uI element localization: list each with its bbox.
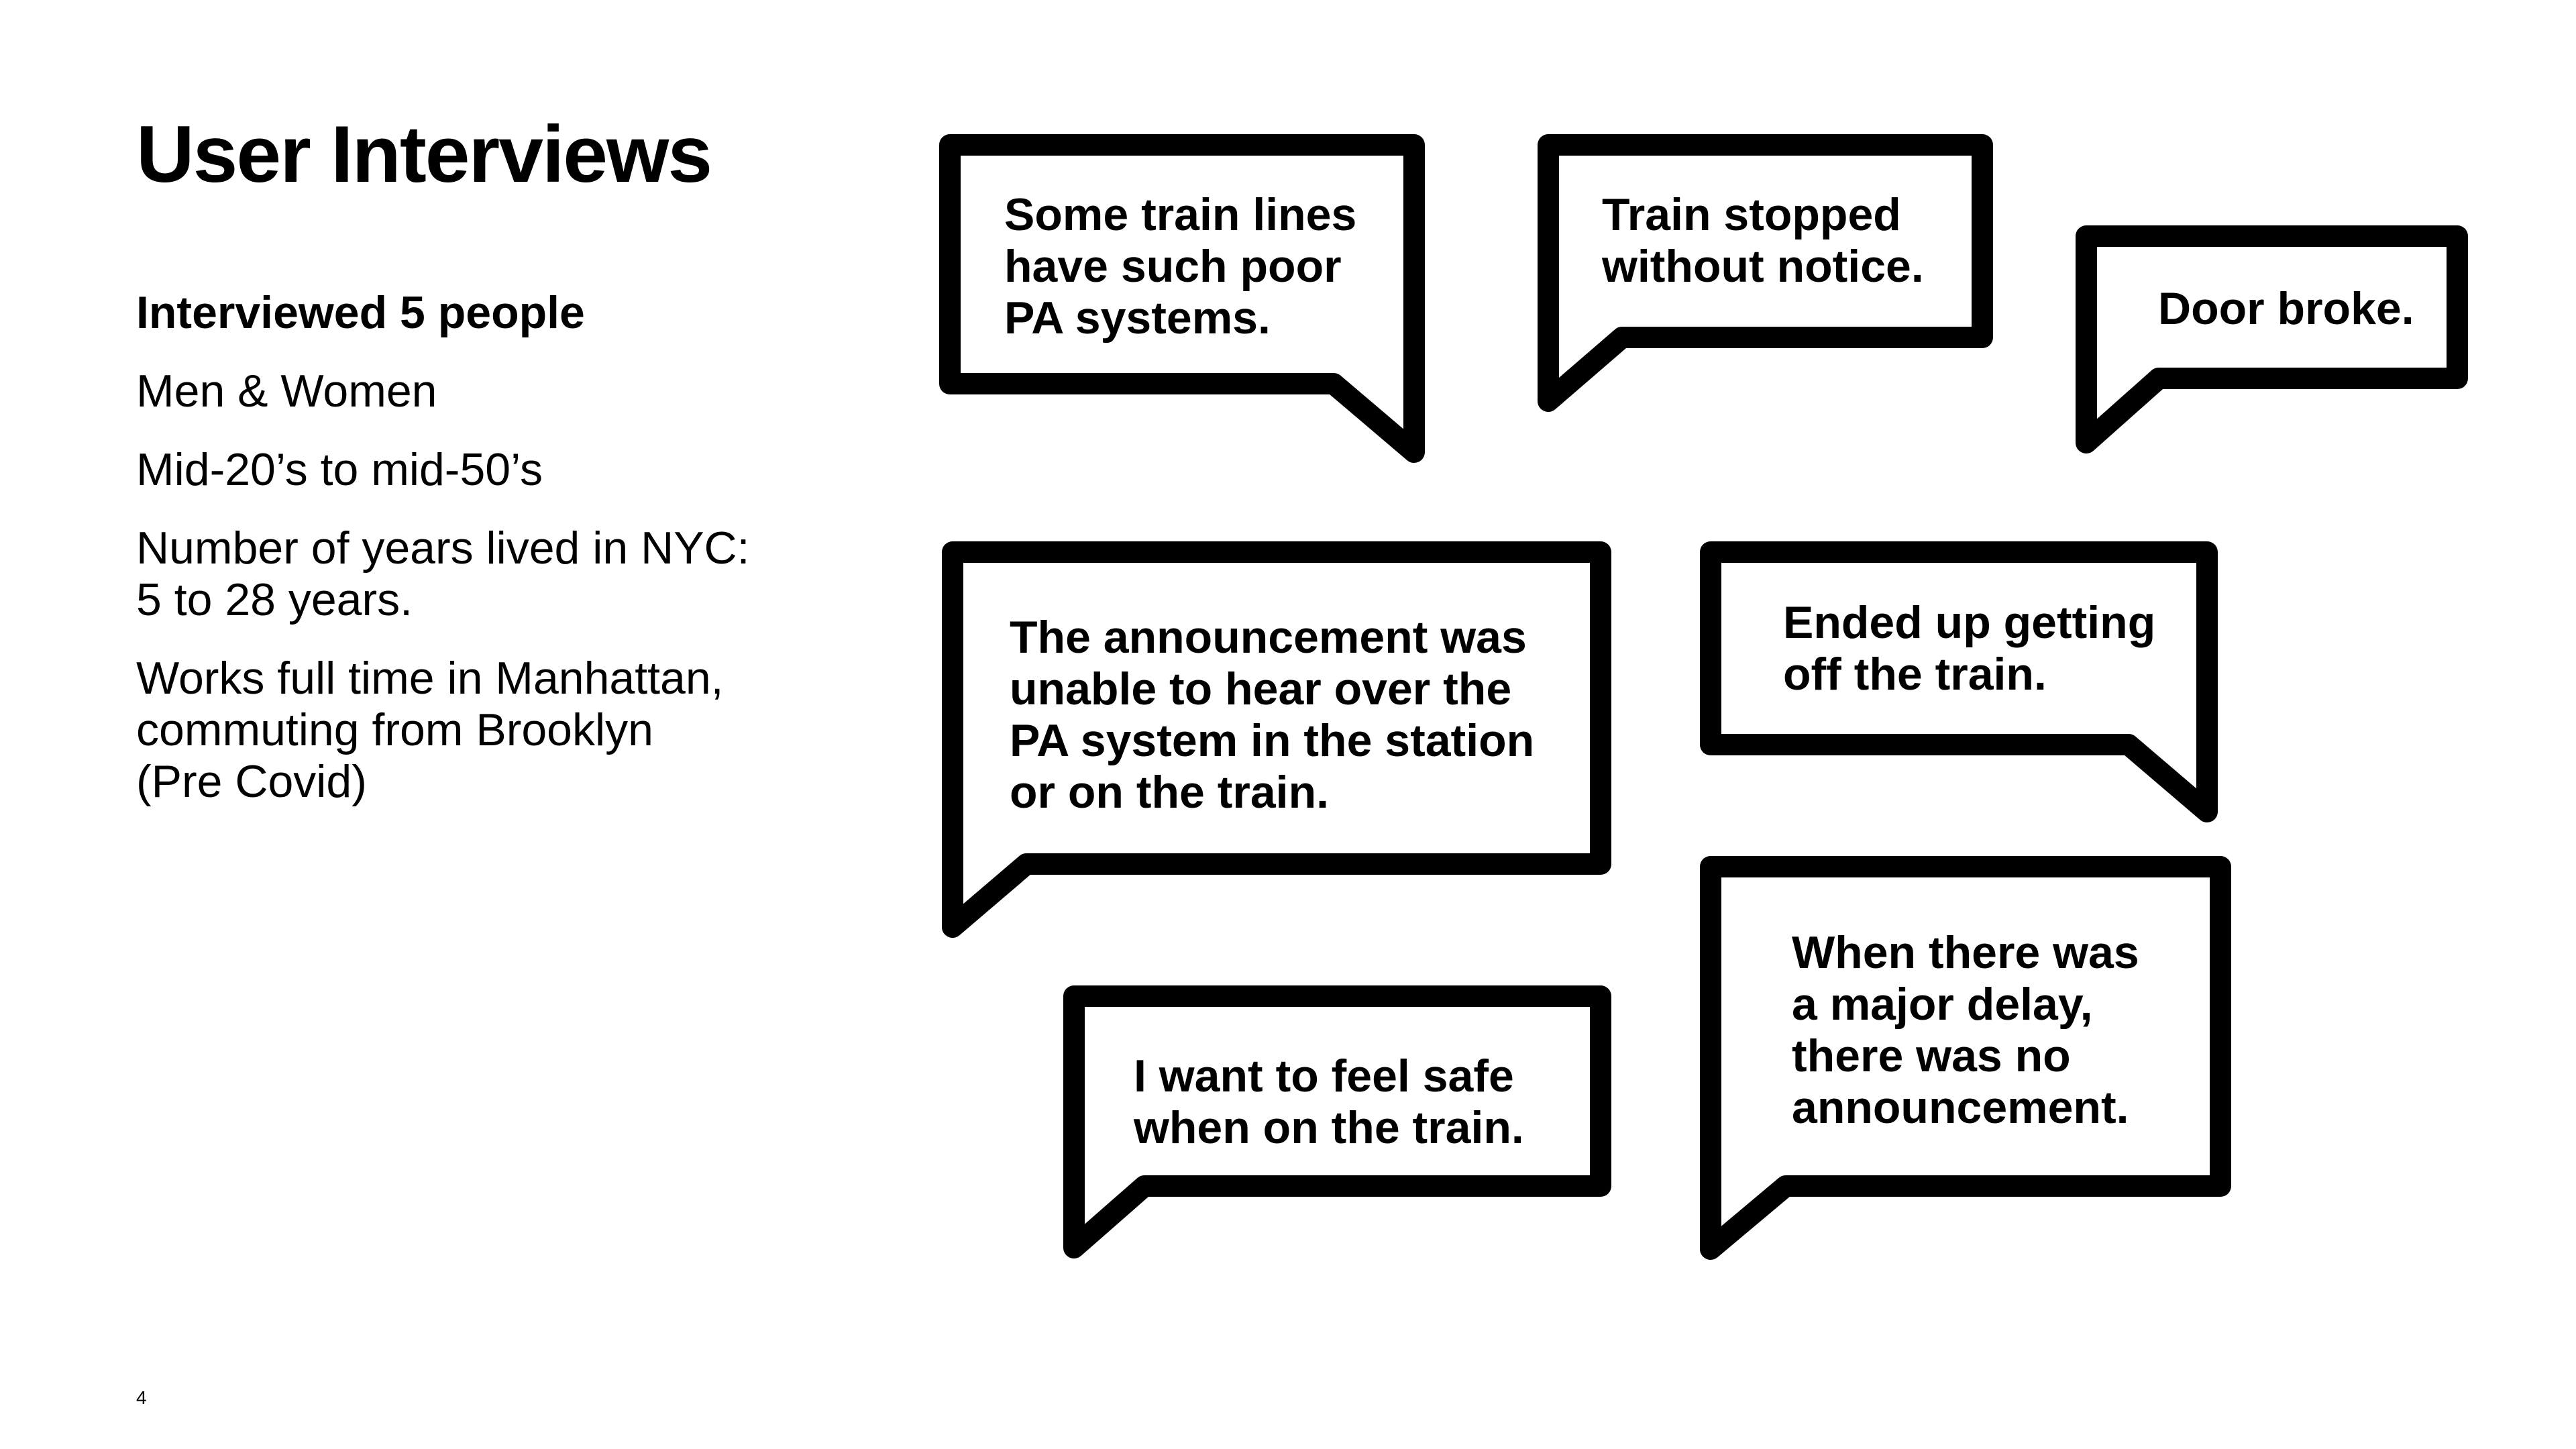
speech-bubble-icon [942,541,1611,938]
quote-feel-safe: I want to feel safe when on the train. [1134,1051,1524,1153]
quote-announcement-unheard: The announcement was unable to hear over… [1010,612,1535,818]
page-number: 4 [136,1387,147,1408]
speech-bubble-icon [1700,856,2231,1260]
slide-title: User Interviews [136,109,712,199]
speech-bubble-icon [1700,541,2218,822]
detail-years-in-nyc: Number of years lived in NYC: 5 to 28 ye… [136,523,750,625]
detail-commute: Works full time in Manhattan, commuting … [136,653,724,807]
detail-age-range: Mid-20’s to mid-50’s [136,444,543,495]
quote-major-delay: When there was a major delay, there was … [1792,927,2139,1133]
quote-got-off-train: Ended up getting off the train. [1783,597,2156,700]
speech-bubble-icon [939,134,1425,463]
detail-gender: Men & Women [136,366,437,417]
interview-details: Interviewed 5 people Men & Women Mid-20’… [136,287,807,835]
quote-stopped-without-notice: Train stopped without notice. [1602,189,1924,292]
quote-pa-systems: Some train lines have such poor PA syste… [1004,189,1357,343]
speech-bubble-icon [1538,134,1993,412]
speech-bubble-icon [2076,225,2468,453]
quote-door-broke: Door broke. [2158,283,2414,334]
speech-bubble-icon [1063,985,1611,1258]
interview-count: Interviewed 5 people [136,287,585,338]
